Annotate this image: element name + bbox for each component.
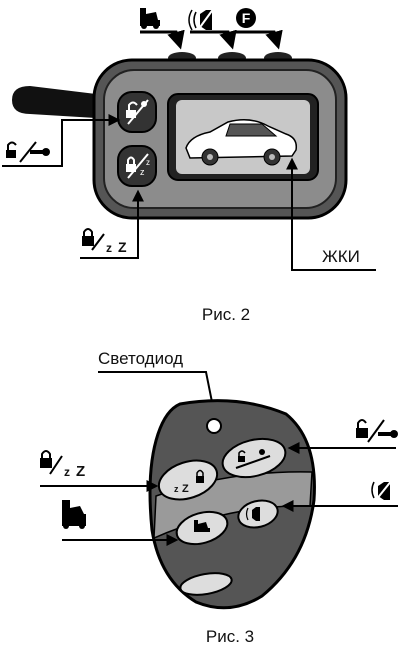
leader-lock (80, 189, 144, 259)
sound-off-icon-label (371, 479, 393, 501)
unlock-key-icon-label (356, 419, 398, 443)
lock-sleep-icon: z z (126, 153, 150, 179)
leader-f (236, 29, 283, 50)
fob-lock-button[interactable] (154, 454, 222, 507)
led-label: Светодиод (98, 349, 183, 368)
svg-text:z: z (106, 241, 112, 255)
sound-off-icon (188, 7, 215, 31)
unlock-key-icon (126, 99, 149, 125)
car-icon (185, 119, 298, 166)
antenna (12, 86, 96, 118)
leader-trunk (140, 29, 185, 50)
leader-sound (190, 29, 237, 50)
trunk-car-icon (140, 8, 160, 29)
leader-led (98, 371, 219, 415)
function-f-icon: F (236, 8, 256, 28)
svg-text:Z: Z (182, 483, 189, 495)
lock-sleep-icon-left: z Z (82, 228, 127, 255)
unlock-key-icon (235, 449, 271, 469)
leader-unlock (2, 114, 121, 167)
svg-text:z: z (64, 465, 70, 479)
figure-3: Светодиод z Z (40, 349, 398, 646)
svg-text:F: F (242, 10, 251, 26)
svg-text:z: z (140, 167, 145, 177)
svg-text:Z: Z (118, 239, 127, 255)
figure-2: z z F (2, 7, 376, 324)
svg-text:Z: Z (76, 463, 85, 480)
led-indicator (206, 418, 222, 434)
leader-lcd (286, 157, 376, 271)
figure-2-caption: Рис. 2 (202, 305, 250, 324)
trunk-car-icon (194, 520, 210, 532)
svg-text:z: z (174, 484, 179, 494)
unlock-key-icon-left (6, 141, 50, 163)
lcd-label: ЖКИ (322, 247, 360, 266)
lock-sleep-icon: z Z (174, 469, 204, 495)
figure-3-caption: Рис. 3 (206, 627, 254, 646)
sound-off-icon (245, 507, 260, 521)
svg-text:z: z (146, 158, 150, 167)
trunk-car-icon-label (62, 500, 86, 529)
lock-sleep-icon-label: z Z (40, 450, 85, 480)
fob-bottom-button[interactable] (179, 570, 234, 599)
